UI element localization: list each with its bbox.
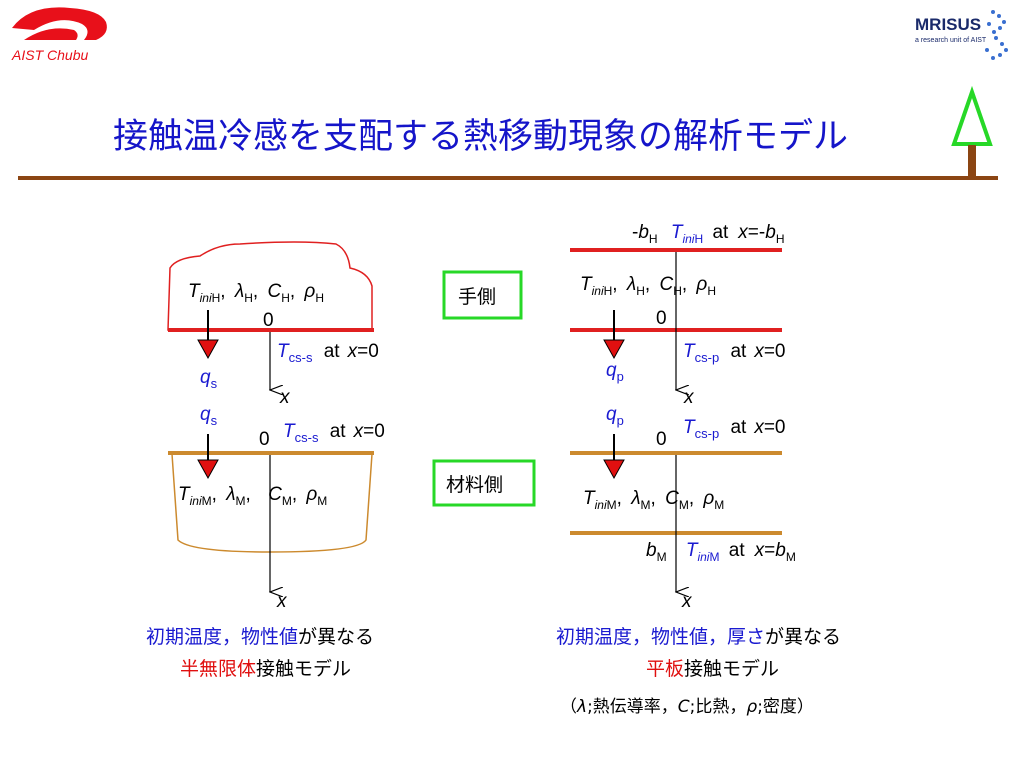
- hand-props-right: TiniH, λH, CH, ρH: [580, 274, 716, 298]
- right-caption: 初期温度，物性値，厚さが異なる 平板接触モデル （λ;熱伝導率，C;比熱，ρ;密…: [556, 626, 841, 717]
- hand-outline-left: [167, 241, 373, 331]
- material-side-label: 材料側: [446, 474, 503, 496]
- svg-text:半無限体接触モデル: 半無限体接触モデル: [180, 658, 351, 680]
- page-title: 接触温冷感を支配する熱移動現象の解析モデル: [113, 117, 848, 157]
- material-props-left: TiniM, λM, CM, ρM: [178, 484, 327, 508]
- svg-text:初期温度，物性値，厚さが異なる: 初期温度，物性値，厚さが異なる: [556, 626, 841, 648]
- left-caption: 初期温度，物性値が異なる 半無限体接触モデル: [146, 626, 374, 680]
- heat-flux-arrow-left-upper: [197, 310, 219, 360]
- q-label-right-upper: qp: [606, 360, 624, 384]
- heat-flux-arrow-left-lower: [197, 434, 219, 480]
- logo-right-sub: a research unit of AIST: [915, 37, 987, 44]
- q-label-right-lower: qp: [606, 404, 624, 428]
- x-label-hand-left: x: [279, 387, 291, 408]
- mrisus-logo: MRISUS a research unit of AIST: [915, 10, 1008, 60]
- x-label-material-left: x: [276, 591, 288, 612]
- origin-material-left: 0: [259, 429, 270, 450]
- tree-icon: [951, 85, 993, 178]
- material-props-right: TiniM, λM, CM, ρM: [583, 488, 724, 512]
- hand-side-label: 手側: [458, 286, 496, 308]
- aist-chubu-logo: AIST Chubu: [11, 7, 107, 63]
- svg-text:初期温度，物性値が異なる: 初期温度，物性値が異なる: [146, 626, 374, 648]
- origin-hand-right: 0: [656, 308, 667, 329]
- heat-flux-arrow-right-lower: [603, 434, 625, 480]
- material-side-box: 材料側: [432, 459, 536, 507]
- origin-material-right: 0: [656, 429, 667, 450]
- hand-side-box: 手側: [442, 270, 523, 320]
- svg-text:平板接触モデル: 平板接触モデル: [646, 658, 779, 680]
- x-label-hand-right: x: [683, 387, 695, 408]
- origin-hand-left: 0: [263, 310, 274, 331]
- hand-props-left: TiniH, λH, CH, ρH: [188, 281, 324, 305]
- symbol-legend: （λ;熱伝導率，C;比熱，ρ;密度）: [560, 697, 814, 717]
- title-divider: [18, 176, 998, 180]
- logo-left-text: AIST Chubu: [11, 47, 88, 63]
- heat-flux-arrow-right-upper: [603, 310, 625, 360]
- q-label-left-lower: qs: [200, 404, 218, 428]
- logo-right-main: MRISUS: [915, 15, 981, 34]
- q-label-left-upper: qs: [200, 367, 218, 391]
- x-label-material-right: x: [681, 591, 693, 612]
